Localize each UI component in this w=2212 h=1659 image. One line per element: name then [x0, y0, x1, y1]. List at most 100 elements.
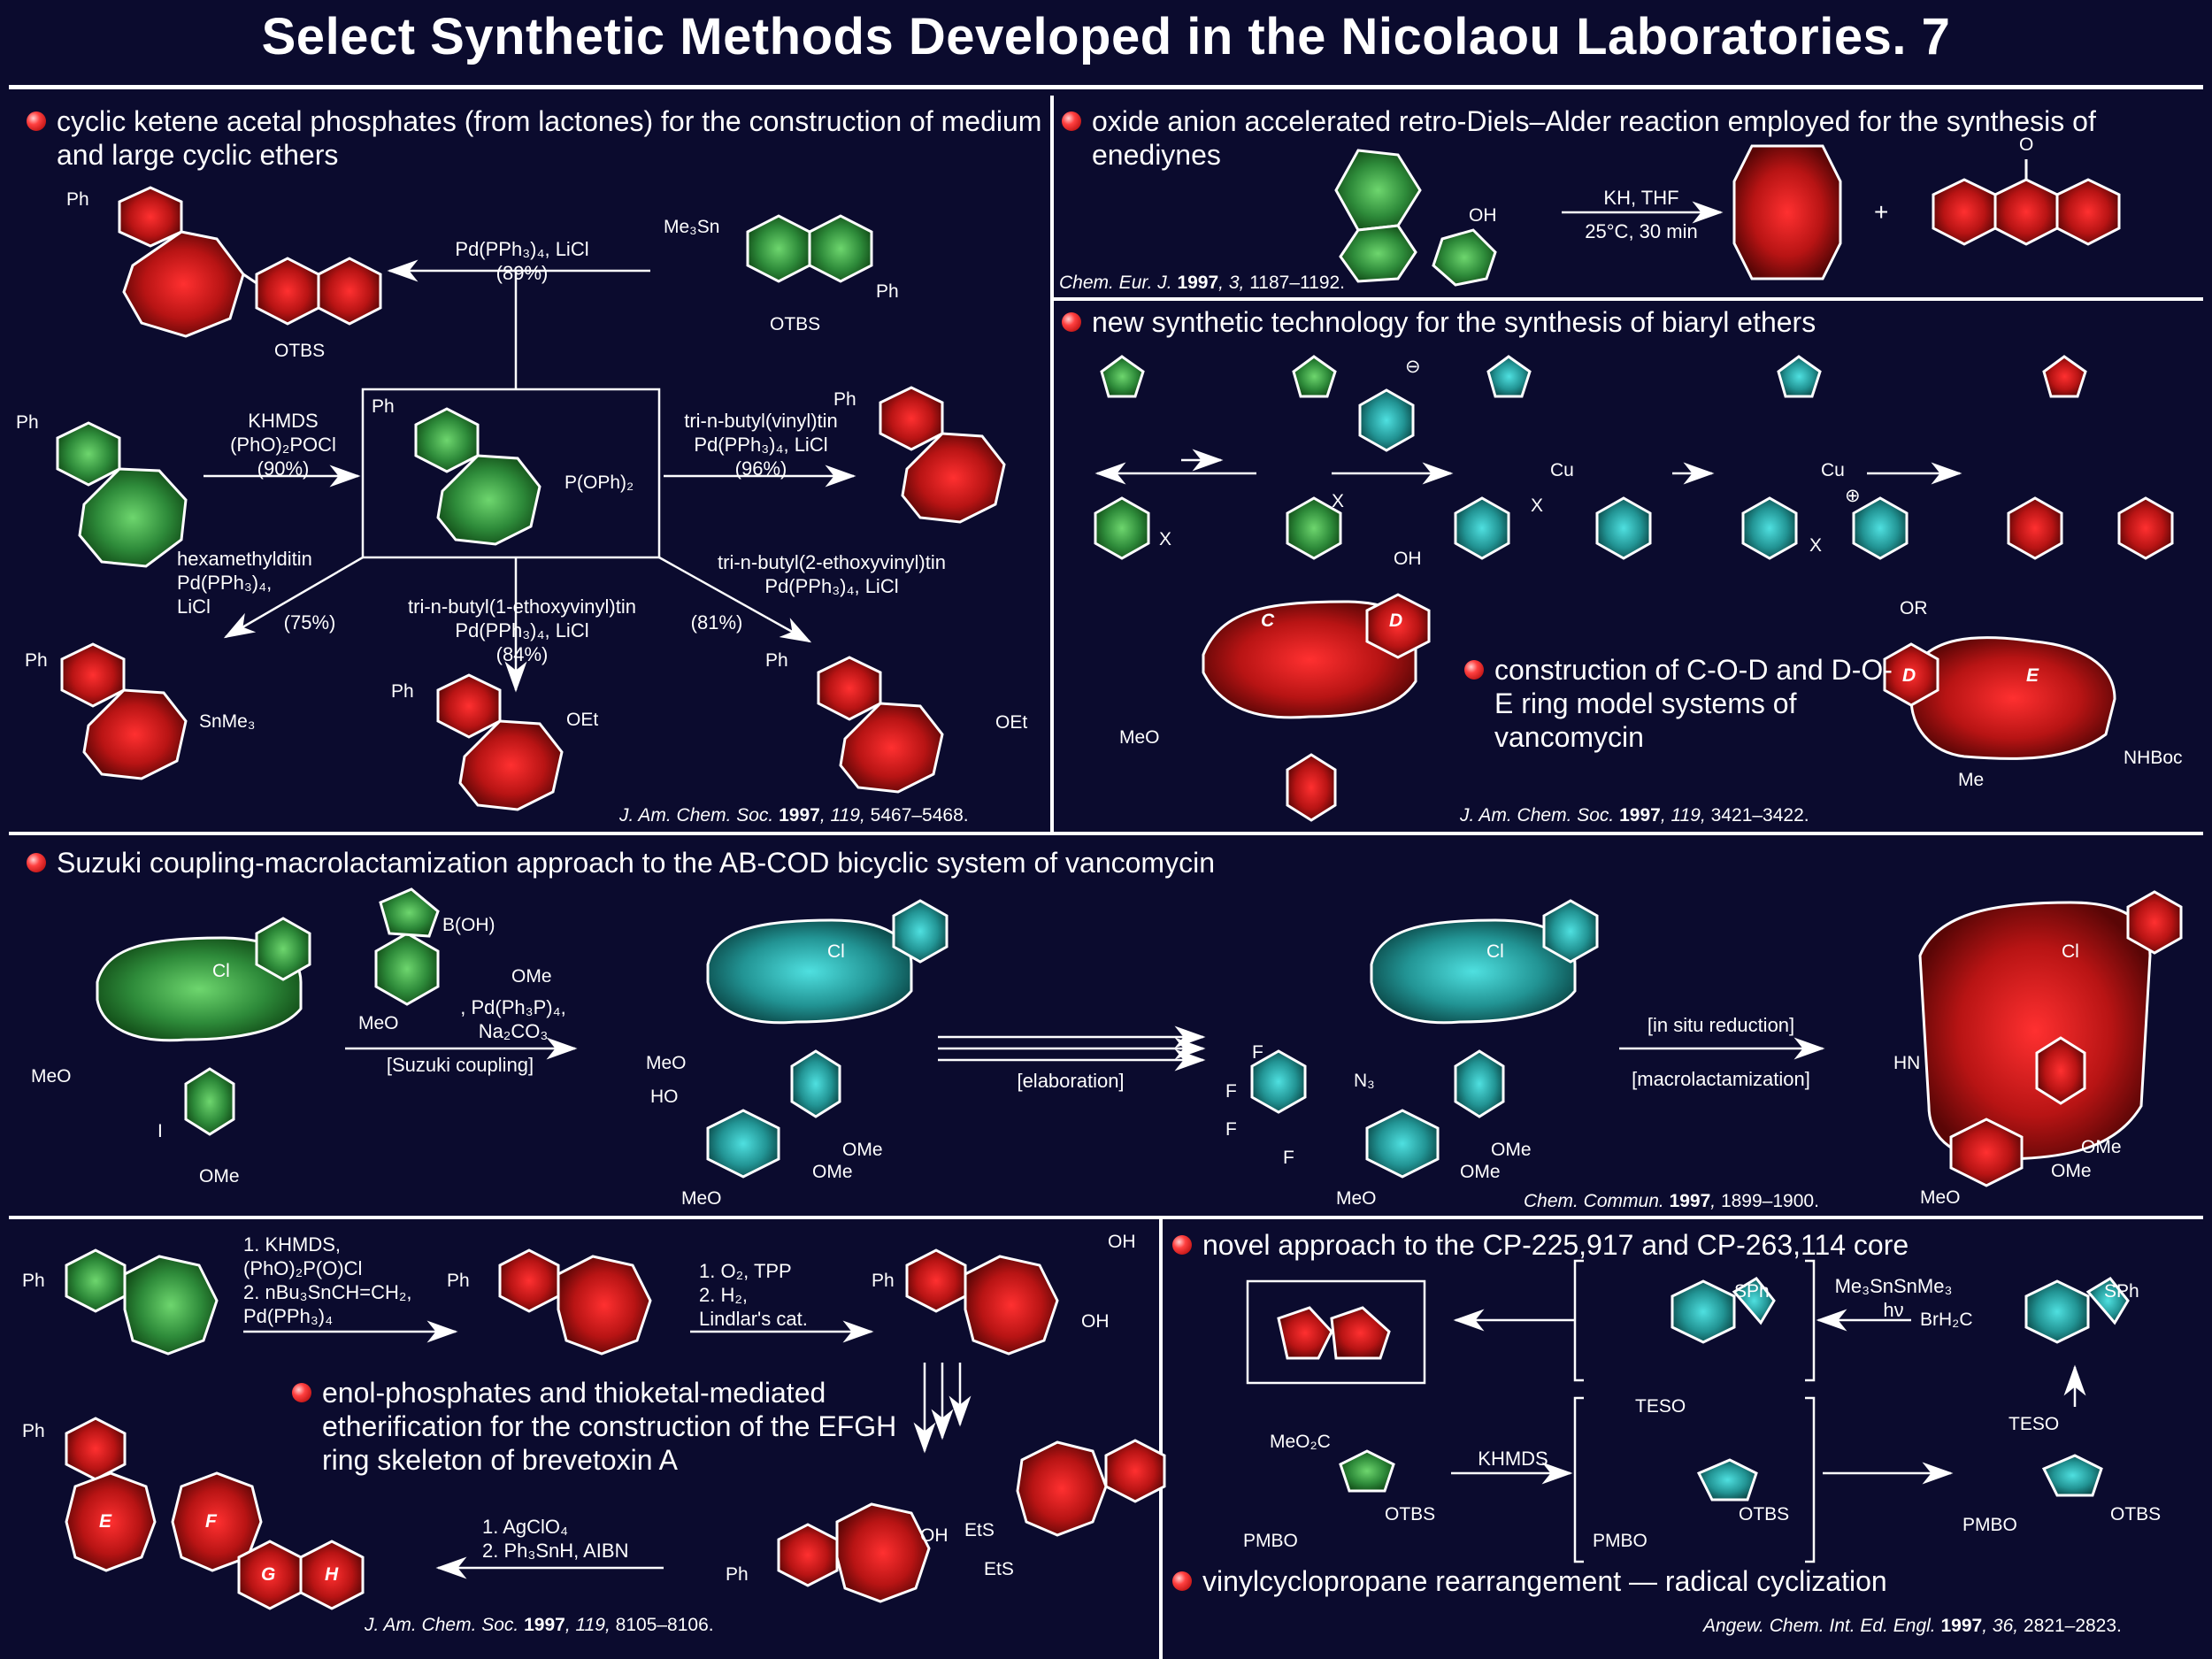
p1-mol-a-ring3	[255, 257, 320, 326]
p1-atom-ph4: Ph	[372, 396, 395, 417]
p1-cond-hexa-yield: (75%)	[283, 611, 336, 634]
p5-atom-ph4: Ph	[22, 1421, 45, 1441]
p3-heading-text: new synthetic technology for the synthes…	[1092, 306, 1816, 338]
p1-atom-oet: OEt	[566, 710, 599, 730]
p4-atom-meo3: MeO	[646, 1053, 687, 1073]
p4-atom-cl: Cl	[212, 961, 230, 981]
p5-ring-h-label: H	[325, 1564, 339, 1585]
p2-heading-text: oxide anion accelerated retro-Diels–Alde…	[1092, 105, 2096, 171]
p3-atom-meo: MeO	[1119, 727, 1160, 748]
p6-heading-text: novel approach to the CP-225,917 and CP-…	[1202, 1229, 1909, 1261]
p4-cond-suzuki-label: [Suzuki coupling]	[386, 1054, 534, 1076]
p1-atom-ph3: Ph	[16, 412, 39, 433]
p4-m3-ring	[1542, 899, 1599, 964]
p5-m1-r1	[65, 1248, 127, 1313]
p1-atom-pooph: P(OPh)₂	[565, 472, 634, 493]
divider-h3	[9, 1216, 2203, 1219]
p1-cond-top: Pd(PPh₃)₄, LiCl(89%)	[455, 238, 589, 284]
p2-cond: KH, THF	[1603, 187, 1679, 209]
p4-atom-ome: OMe	[199, 1166, 240, 1187]
p4-atom-ome2: OMe	[511, 966, 552, 987]
page-title: Select Synthetic Methods Developed in th…	[261, 8, 1951, 65]
p1-atom-me3sn: Me₃Sn	[664, 217, 720, 237]
p4-m3-aryl	[1454, 1049, 1505, 1118]
p3-atom-cu2: Cu	[1821, 460, 1845, 480]
p3-atom-or: OR	[1900, 598, 1928, 618]
p4-atom-f2: F	[1225, 1081, 1237, 1102]
p3-m1-pyr	[1100, 355, 1145, 398]
p1-mol-g-ring2	[458, 719, 564, 811]
p3-atom-nhboc: NHBoc	[2124, 748, 2183, 768]
divider-h1	[1050, 297, 2203, 301]
p5-m3-r1	[905, 1248, 967, 1313]
p3-ring-aryl	[1286, 753, 1337, 822]
p6-product-r1	[1277, 1306, 1333, 1360]
p6-molecules	[1246, 1259, 2130, 1563]
p3-m2-benz	[1286, 496, 1342, 560]
p4-m4-ring	[2126, 890, 2183, 955]
p4-atom-boh: B(OH)	[442, 915, 495, 935]
p3-m1-benz	[1094, 496, 1150, 560]
p6-m5-r1	[2041, 1454, 2103, 1497]
p4-m2-biaryl	[706, 1109, 780, 1179]
p1-central-box	[361, 388, 661, 559]
bullet-icon	[1172, 1571, 1192, 1591]
divider-v1	[1050, 96, 1054, 832]
p6-product-box	[1246, 1279, 1426, 1385]
p3-ring-d	[1365, 593, 1431, 659]
p6-atom-sph2: SPh	[2104, 1281, 2139, 1302]
p1-molecules	[56, 186, 1006, 811]
p4-cond-suzuki: , Pd(Ph₃P)₄,Na₂CO₃	[460, 996, 566, 1042]
p3-m5-benz	[2007, 496, 2063, 560]
p1-atom-ph2: Ph	[876, 281, 899, 302]
p1-heading-text: cyclic ketene acetal phosphates (from la…	[57, 105, 1042, 171]
p6-product-r2	[1330, 1306, 1391, 1360]
p5-ring-e	[65, 1471, 157, 1572]
p4-m1-aryl	[184, 1067, 235, 1136]
p5-m4-r3	[1016, 1440, 1108, 1537]
p1-atom-ph6: Ph	[25, 650, 48, 671]
p5-atom-ph2: Ph	[447, 1271, 470, 1291]
bullet-icon	[1062, 111, 1081, 131]
p4-atom-ome5: OMe	[1491, 1140, 1532, 1160]
p4-atom-meo4: MeO	[681, 1188, 722, 1209]
bullet-icon	[1062, 312, 1081, 332]
p1-reference: J. Am. Chem. Soc. 1997, 119, 5467–5468.	[619, 805, 969, 826]
p2-mol-a-ring3	[1432, 228, 1497, 287]
bullet-icon	[1172, 1235, 1192, 1255]
p3-m2-pyr	[1292, 355, 1337, 398]
p2-heading: oxide anion accelerated retro-Diels–Alde…	[1062, 104, 2212, 172]
p6-atom-pmbo3: PMBO	[1962, 1515, 2017, 1535]
p4-heading-text: Suzuki coupling-macrolactamization appro…	[57, 847, 1215, 879]
p3-atom-x2: X	[1332, 491, 1345, 511]
p1-mol-f-ring2	[82, 688, 188, 780]
p4-m4-aryl	[2035, 1036, 2086, 1105]
p6-cond-khmds: KHMDS	[1478, 1448, 1548, 1470]
p3-atom-minus: ⊖	[1405, 357, 1421, 377]
p1-mol-b-ring1	[746, 214, 811, 283]
p3-m4-ph	[1852, 496, 1909, 560]
p4-reference: Chem. Commun. 1997, 1899–1900.	[1524, 1191, 1819, 1211]
p4-molecules	[96, 887, 2183, 1187]
p1-atom-ph8: Ph	[765, 650, 788, 671]
p1-mol-a-ring4	[317, 257, 382, 326]
p3-atom-me: Me	[1958, 770, 1985, 790]
p6-atom-teso1: TESO	[1635, 1396, 1686, 1417]
p6-atom-sph1: SPh	[1734, 1281, 1770, 1302]
p3-m5-pyr	[2042, 355, 2087, 398]
p5-atom-ph5: Ph	[726, 1564, 749, 1585]
p3-m3-ph	[1595, 496, 1652, 560]
divider-h2	[9, 832, 2203, 835]
p5-subheading: enol-phosphates and thioketal-mediated e…	[292, 1376, 933, 1477]
p1-heading: cyclic ketene acetal phosphates (from la…	[27, 104, 1056, 172]
p5-ring-f-label: F	[205, 1511, 217, 1532]
p6-atom-otbs2: OTBS	[1739, 1504, 1790, 1525]
p1-mol-f-ring1	[60, 642, 126, 708]
p4-atom-ome4: OMe	[812, 1162, 853, 1182]
p4-m2-aryl	[790, 1049, 841, 1118]
p1-atom-ph5: Ph	[833, 389, 856, 410]
p3-ring-d-label: D	[1389, 611, 1403, 631]
p3-atom-cu: Cu	[1550, 460, 1574, 480]
